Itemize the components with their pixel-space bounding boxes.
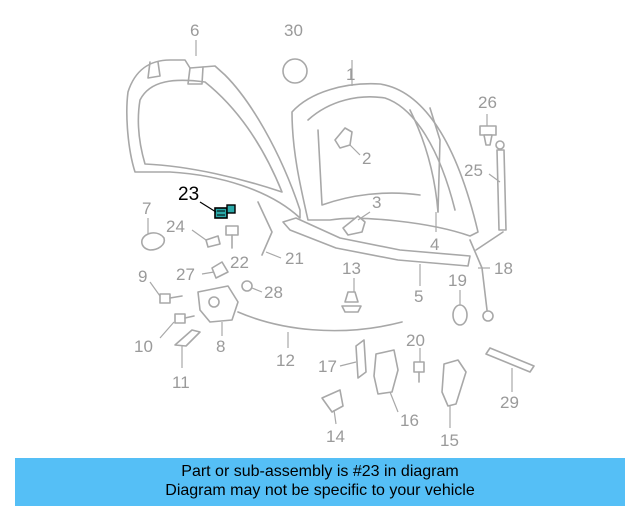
callout-6: 6 [190,21,199,40]
callout-18: 18 [494,259,513,278]
callout-28: 28 [264,283,283,302]
part-6-insulator [126,59,301,219]
part-8-latch [197,285,239,323]
part-19-pad [452,304,468,326]
part-4-seal [409,109,439,213]
part-11-handle [174,329,201,347]
callout-8: 8 [216,337,225,356]
part-12-cable [237,311,403,332]
callout-19: 19 [448,271,467,290]
part-27-clip [211,261,229,279]
part-16-hinge [373,349,399,395]
callout-20: 20 [406,331,425,350]
callout-27: 27 [176,265,195,284]
part-3-pad [342,215,366,236]
part-21-rod [257,201,273,256]
part-7-cap [141,232,166,251]
part-23-bolt [214,204,236,219]
callout-9: 9 [138,267,147,286]
callout-4: 4 [430,235,439,254]
part-25-strut [475,140,507,251]
part-5-seal [282,217,471,267]
part-15-hinge [441,359,467,407]
part-28-washer [241,280,253,292]
callout-26: 26 [478,93,497,112]
part-17-bracket [355,339,367,379]
callout-16: 16 [400,411,419,430]
part-30-plug [282,58,308,84]
part-26-stud [479,125,497,146]
callout-11: 11 [172,373,190,392]
parts-diagram: 6 30 1 26 2 25 3 23 7 24 22 21 4 13 18 2… [126,21,535,450]
callout-7: 7 [142,199,151,218]
leader-lines [147,40,513,428]
part-14-pad [321,389,344,413]
banner-line-part: Part or sub-assembly is #23 in diagram [181,463,459,480]
callout-24: 24 [166,217,185,236]
callout-17: 17 [318,357,337,376]
part-20-bolt [413,361,425,383]
part-18-cable [469,239,488,311]
callout-23: 23 [178,184,199,205]
callout-30: 30 [284,21,303,40]
part-1-hood [291,82,479,237]
part-24-nut [205,235,221,248]
callout-29: 29 [500,393,519,412]
callout-2: 2 [362,149,371,168]
callout-14: 14 [326,427,345,446]
info-banner: Part or sub-assembly is #23 in diagram D… [15,458,625,506]
part-9-bolt [159,293,183,304]
banner-line-disclaimer: Diagram may not be specific to your vehi… [165,482,475,499]
part-10-bolt [174,313,195,324]
part-29-trim [485,347,535,373]
callout-15: 15 [440,431,459,450]
part-13-bumper [341,291,362,313]
callout-12: 12 [276,351,295,370]
callout-13: 13 [342,259,361,278]
callout-1: 1 [346,65,355,84]
callout-21: 21 [285,249,304,268]
callout-labels: 6 30 1 26 2 25 3 23 7 24 22 21 4 13 18 2… [134,21,519,450]
callout-3: 3 [372,193,381,212]
part-2-bumper [334,127,353,149]
part-22-bolt [225,225,239,249]
callout-22: 22 [230,253,249,272]
callout-25: 25 [464,161,483,180]
callout-5: 5 [414,287,423,306]
callout-10: 10 [134,337,153,356]
